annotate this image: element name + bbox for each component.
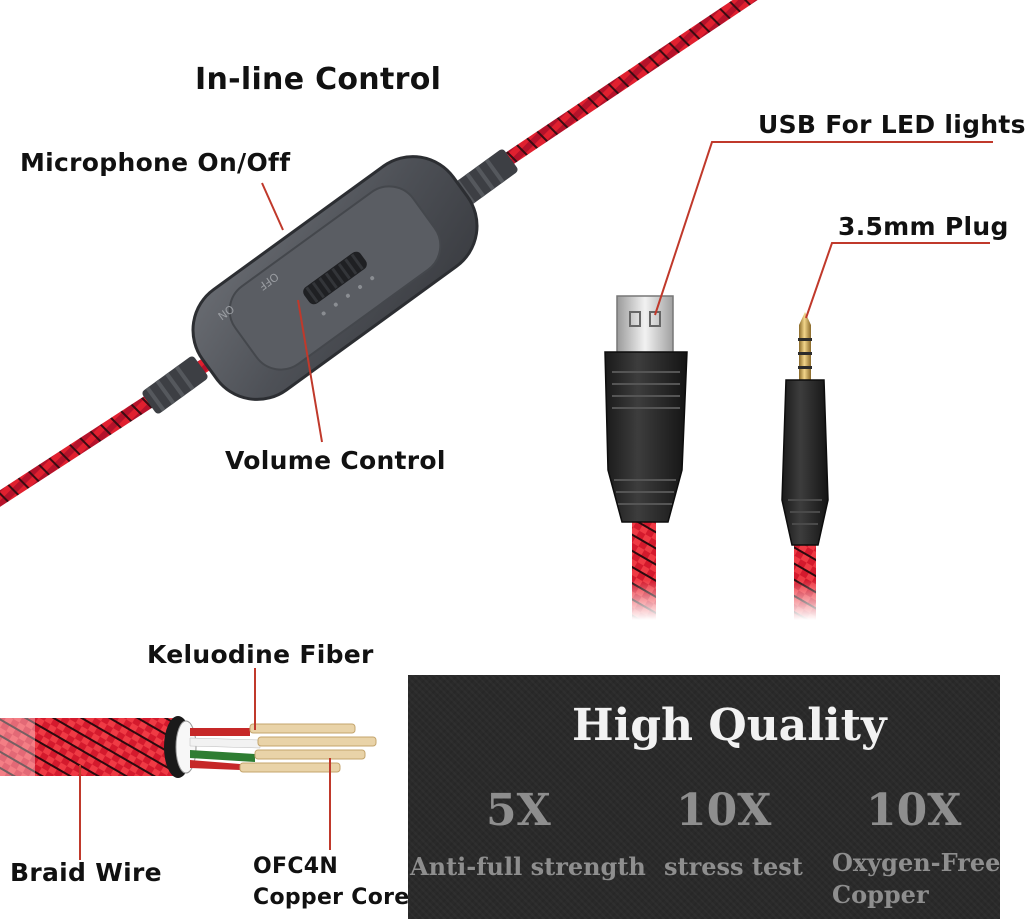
usb-plug-label: USB For LED lights (758, 110, 1026, 139)
quality-value-copper: 10X (866, 785, 962, 836)
usb-plug (604, 295, 688, 620)
braid-wire-label: Braid Wire (10, 858, 162, 887)
volume-control-label: Volume Control (225, 446, 446, 475)
copper-core-label-line1: OFC4N (253, 854, 339, 879)
microphone-switch-label: Microphone On/Off (20, 148, 291, 177)
leader-lines (79, 141, 993, 860)
quality-value-stress: 10X (676, 785, 772, 836)
quality-value-strength: 5X (486, 785, 551, 836)
audio-plug (781, 312, 829, 620)
copper-core-label-line2: Copper Core (253, 885, 410, 910)
strain-relief-lower (142, 356, 208, 414)
quality-panel: High Quality 5X 10X 10X Anti-full streng… (408, 675, 1000, 919)
control-body: OFF ON (191, 155, 479, 401)
audio-plug-label: 3.5mm Plug (838, 212, 1009, 241)
cable-cross-section (0, 716, 377, 778)
quality-title: High Quality (572, 700, 887, 751)
quality-label-copper-line2: Copper (832, 880, 929, 909)
quality-label-stress: stress test (664, 852, 803, 881)
page-title: In-line Control (195, 62, 442, 97)
quality-label-strength: Anti-full strength (410, 852, 646, 881)
product-illustration: OFF ON (0, 0, 993, 860)
quality-label-copper-line1: Oxygen-Free (832, 848, 1001, 877)
inline-control-cable: OFF ON (0, 0, 758, 507)
fiber-label: Keluodine Fiber (147, 640, 374, 669)
